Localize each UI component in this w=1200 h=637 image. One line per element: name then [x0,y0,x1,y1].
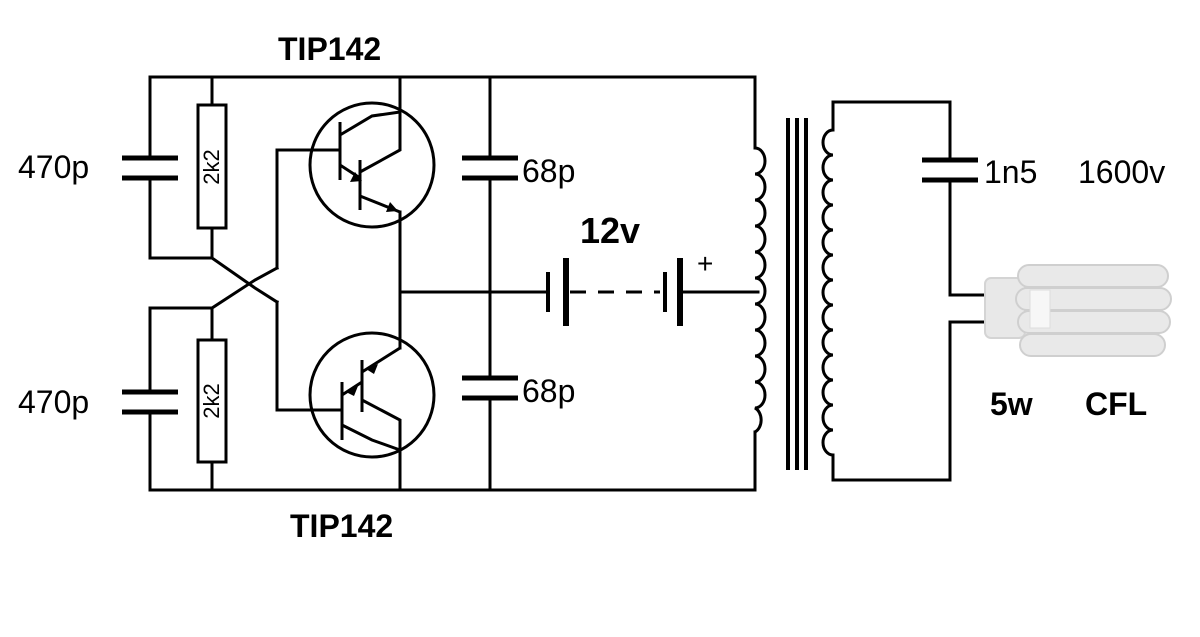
mid-bottom-capacitor-label: 68p [522,373,576,409]
left-bottom-cap-wire [148,306,214,492]
pnp-arrow-2 [366,364,378,374]
battery-polarity-label: + [697,248,714,279]
capacitor-mid-top [462,155,518,181]
left-bottom-capacitor-label: 470p [18,384,90,420]
secondary-bottom-wire [831,320,987,482]
pnp-arrow-1 [346,386,358,396]
cross-coupling-wire-a [209,255,280,305]
bottom-transistor-label: TIP142 [290,508,394,544]
output-capacitor-rating-label: 1600v [1078,154,1166,190]
resistor-bottom [196,338,228,464]
cfl-bulb-icon [984,264,1172,357]
resistor-bottom-label: 2k2 [199,383,224,419]
capacitor-output [922,157,978,183]
transformer-core-icon [786,118,808,470]
npn-darlington-transistor-icon [308,101,436,229]
left-top-cap-wire [148,75,214,260]
secondary-top-wire [831,100,987,297]
npn-emitter-arrow-1 [350,172,362,182]
left-top-capacitor-label: 470p [18,149,90,185]
capacitor-mid-bottom [462,375,518,401]
lamp-power-label: 5w [990,386,1033,422]
transformer-primary-coil-icon [754,146,767,434]
npn-emitter-arrow-2 [386,202,398,212]
capacitor-left-top [122,155,178,181]
transformer-secondary-coil-icon [821,128,834,457]
mid-top-capacitor-label: 68p [522,153,576,189]
bottom-base-wire [275,300,324,412]
top-base-wire [275,148,324,270]
capacitor-left-bottom [122,389,178,415]
battery-icon [546,258,683,326]
resistor-top [196,103,228,230]
top-transistor-label: TIP142 [278,31,382,67]
lamp-type-label: CFL [1085,386,1148,422]
resistor-top-label: 2k2 [199,149,224,185]
output-capacitor-label: 1n5 [984,154,1038,190]
cross-coupling-wire-b [209,265,280,311]
pnp-darlington-transistor-icon [308,331,436,459]
battery-voltage-label: 12v [580,210,641,251]
